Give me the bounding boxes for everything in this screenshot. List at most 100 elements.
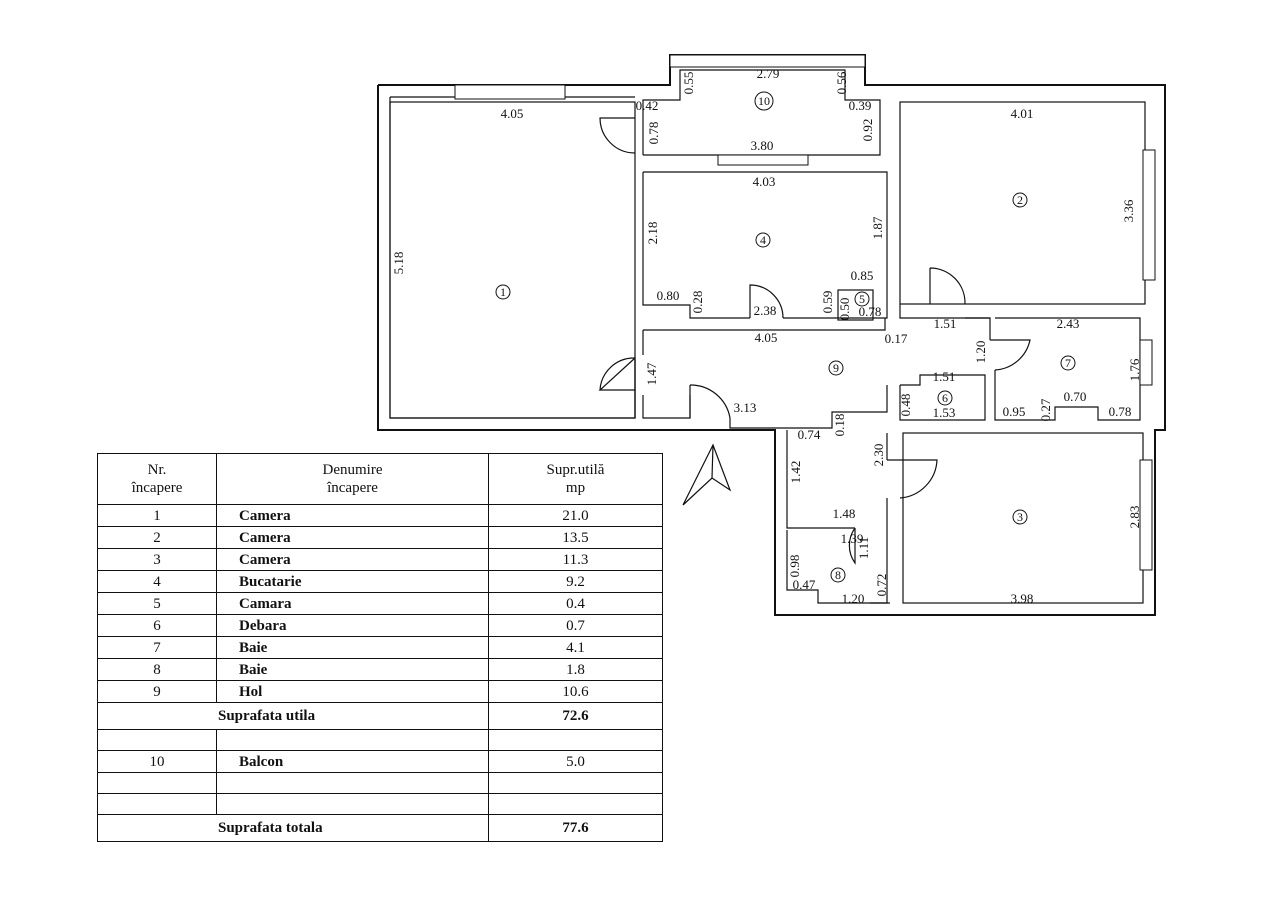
room-name: Baie [216, 636, 489, 659]
dimension-label: 0.59 [820, 291, 835, 314]
room-marker: 10 [754, 91, 774, 111]
room-marker: 8 [830, 567, 846, 583]
dimension-label: 1.51 [933, 369, 956, 384]
room-number: 7 [97, 636, 217, 659]
balcony-outline [642, 54, 881, 166]
room-marker-number: 8 [835, 568, 841, 582]
usable-area-value: 72.6 [488, 702, 663, 730]
room-number: 8 [97, 658, 217, 681]
room-marker: 9 [828, 360, 844, 376]
dimension-label: 0.48 [898, 394, 913, 417]
room-name: Camera [216, 526, 489, 549]
room-name: Hol [216, 680, 489, 703]
dimension-label: 1.51 [934, 316, 957, 331]
dimension-label: 1.20 [842, 591, 865, 606]
dimension-label: 1.11 [856, 537, 871, 559]
room-area: 0.4 [488, 592, 663, 615]
dimension-label: 3.13 [734, 400, 757, 415]
room-number: 9 [97, 680, 217, 703]
dimension-label: 4.01 [1011, 106, 1034, 121]
room-area: 13.5 [488, 526, 663, 549]
dimension-label: 2.38 [754, 303, 777, 318]
room-number: 3 [97, 548, 217, 571]
room-marker-number: 2 [1017, 193, 1023, 207]
dimension-label: 0.42 [636, 98, 659, 113]
dimension-label: 0.27 [1038, 398, 1053, 421]
room-marker-number: 7 [1065, 356, 1071, 370]
dimension-label: 0.80 [657, 288, 680, 303]
usable-area-label: Suprafata utila [97, 702, 489, 730]
room-marker: 3 [1012, 509, 1028, 525]
room-marker: 1 [495, 284, 511, 300]
dimension-label: 3.98 [1011, 591, 1034, 606]
room-area: 11.3 [488, 548, 663, 571]
dimension-label: 0.47 [793, 577, 816, 592]
dimension-label: 0.72 [874, 574, 889, 597]
dimension-label: 1.87 [870, 216, 885, 239]
total-area-row: Suprafata totala 77.6 [97, 814, 663, 842]
room-6-outline [899, 374, 986, 421]
room-marker: 5 [854, 291, 870, 307]
dimension-label: 0.78 [1109, 404, 1132, 419]
dimension-label: 4.03 [753, 174, 776, 189]
room-number: 6 [97, 614, 217, 637]
blank-row [97, 772, 663, 794]
dimension-label: 0.18 [832, 414, 847, 437]
room-marker-number: 6 [942, 391, 948, 405]
room-name: Baie [216, 658, 489, 681]
dimension-label: 2.43 [1057, 316, 1080, 331]
room-marker: 7 [1060, 355, 1076, 371]
room-name: Camera [216, 504, 489, 527]
dimension-label: 0.70 [1064, 389, 1087, 404]
room-marker-number: 4 [760, 233, 766, 247]
room-number: 5 [97, 592, 217, 615]
room-5-outline [837, 289, 874, 321]
room-marker-number: 5 [859, 292, 865, 306]
room-marker-number: 9 [833, 361, 839, 375]
north-arrow-icon [682, 443, 732, 506]
dimension-label: 0.39 [849, 98, 872, 113]
room-area: 1.8 [488, 658, 663, 681]
dimension-label: 0.95 [1003, 404, 1026, 419]
room-marker: 6 [937, 390, 953, 406]
room-area: 4.1 [488, 636, 663, 659]
room-name: Camera [216, 548, 489, 571]
dimension-label: 5.18 [391, 252, 406, 275]
room-marker: 4 [755, 232, 771, 248]
room-markers: 1 2 3 4 5 6 7 8 9 10 [495, 91, 1076, 583]
dimension-label: 2.79 [757, 66, 780, 81]
blank-row [97, 793, 663, 815]
room-name: Debara [216, 614, 489, 637]
dimension-label: 1.47 [644, 362, 659, 385]
room-8-outline [786, 530, 890, 604]
total-area-value: 77.6 [488, 814, 663, 842]
room-number: 4 [97, 570, 217, 593]
room-number: 2 [97, 526, 217, 549]
dimension-label: 2.83 [1127, 506, 1142, 529]
hall-wall [643, 318, 886, 331]
doors [598, 117, 1031, 565]
dimension-label: 2.30 [871, 444, 886, 467]
window [1139, 339, 1153, 386]
dimension-label: 4.05 [755, 330, 778, 345]
dimension-label: 0.98 [787, 555, 802, 578]
dimension-label: 2.18 [645, 222, 660, 245]
usable-area-row: Suprafata utila 72.6 [97, 702, 663, 730]
dimension-label: 0.55 [681, 72, 696, 95]
room-marker-number: 3 [1017, 510, 1023, 524]
dimension-label: 0.78 [859, 304, 882, 319]
blank-row [97, 729, 663, 751]
corridor-wall [786, 430, 855, 529]
room-marker-number: 1 [500, 285, 506, 299]
dimension-label: 0.92 [860, 119, 875, 142]
